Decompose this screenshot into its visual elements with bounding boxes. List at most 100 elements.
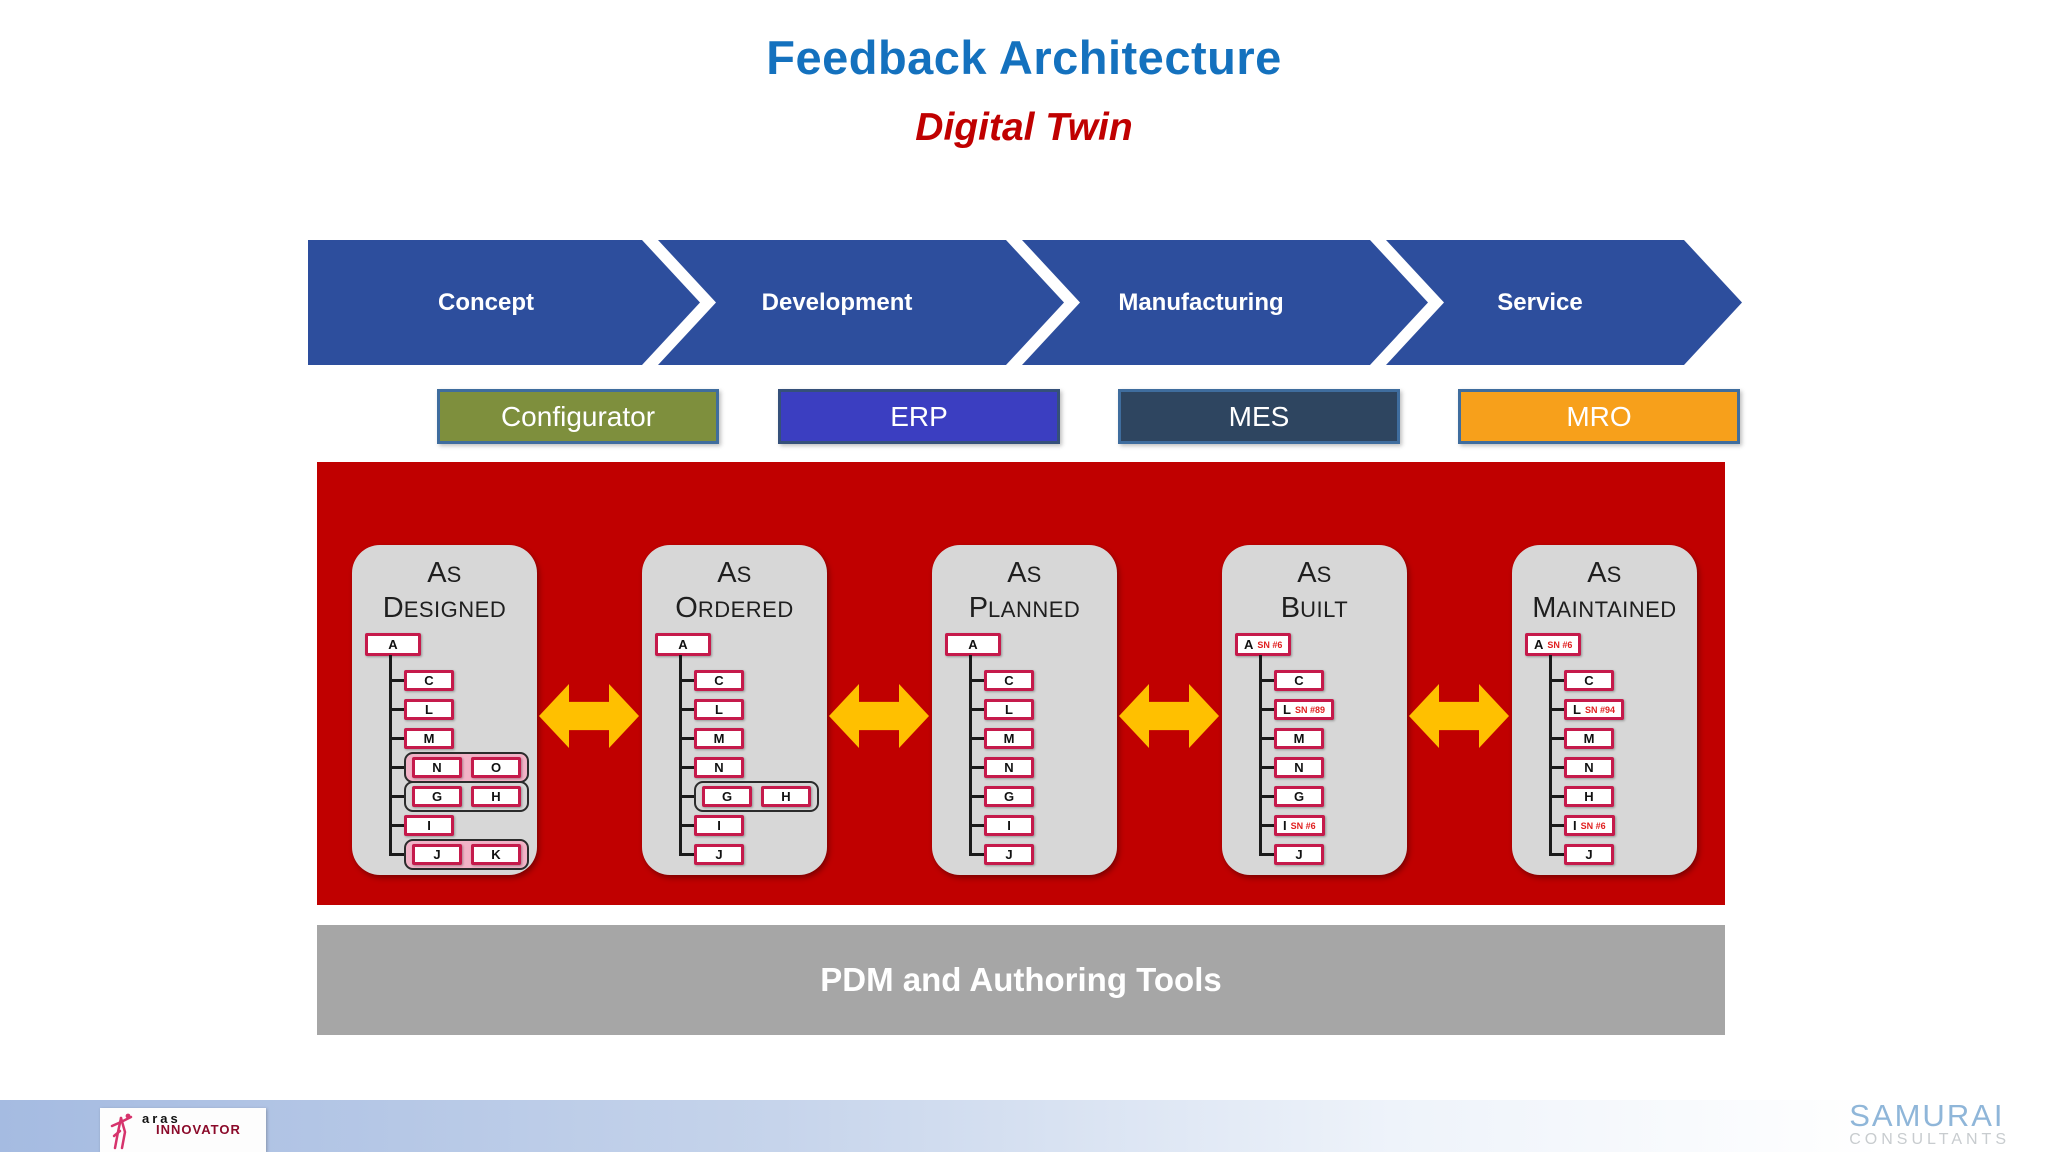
pdm-bar-label: PDM and Authoring Tools: [820, 961, 1222, 998]
bom-node-label: N: [1004, 760, 1014, 775]
bom-node-label: J: [1295, 847, 1303, 862]
serial-number-label: SN #89: [1294, 704, 1325, 715]
tree-row: I: [679, 811, 821, 840]
tree-connector-line: [389, 679, 404, 682]
tree-connector-line: [1549, 795, 1564, 798]
tree-connector-line: [389, 795, 404, 798]
double-headed-arrow-icon: [1409, 684, 1509, 748]
chevron-concept: Concept: [308, 240, 700, 365]
tree-connector-line: [389, 737, 404, 740]
panel-title-word: AS: [1007, 557, 1042, 589]
panel-title-word: MAINTAINED: [1532, 592, 1677, 624]
tree-row: M: [389, 724, 531, 753]
tree-row: N: [969, 753, 1111, 782]
tree-connector-line: [679, 708, 694, 711]
samurai-logo-text: SAMURAI: [1849, 1098, 2005, 1133]
bom-node-label: C: [1584, 673, 1594, 688]
bom-node-label: M: [1003, 731, 1015, 746]
tree-row: N: [679, 753, 821, 782]
tree-connector-line: [1259, 795, 1274, 798]
bom-node-label: H: [491, 789, 501, 804]
serial-number-label: SN #94: [1584, 704, 1615, 715]
tree-row: I: [389, 811, 531, 840]
chevron-service: Service: [1386, 240, 1742, 365]
tree-connector-line: [1549, 824, 1564, 827]
tree-row: G: [969, 782, 1111, 811]
tree-row: I: [969, 811, 1111, 840]
tree-connector-line: [1549, 766, 1564, 769]
tree-connector-line: [969, 853, 984, 856]
bom-node-label: K: [491, 847, 501, 862]
tree-row: M: [1549, 724, 1691, 753]
bom-node-g: G: [1274, 786, 1324, 807]
bom-node-label: L: [425, 702, 433, 717]
tree-connector-line: [969, 679, 984, 682]
bom-node-n: N: [1274, 757, 1324, 778]
bom-node-label: I: [1283, 818, 1287, 833]
serial-number-label: SN #6: [1547, 639, 1573, 650]
tree-connector-line: [679, 737, 694, 740]
tree-trunk-line: [1549, 655, 1552, 855]
bom-node-j: J: [1564, 844, 1614, 865]
bom-node-a: A: [655, 633, 711, 656]
bom-node-c: C: [694, 670, 744, 691]
tree-connector-line: [389, 766, 404, 769]
chevron-development: Development: [658, 240, 1064, 365]
bom-node-m: M: [404, 728, 454, 749]
bom-node-j: J: [694, 844, 744, 865]
bom-node-label: N: [1584, 760, 1594, 775]
panel-title-word: PLANNED: [968, 592, 1081, 624]
tree-connector-line: [1549, 853, 1564, 856]
panel-title-word: ORDERED: [675, 592, 794, 624]
bom-node-n: N: [1564, 757, 1614, 778]
bom-node-m: M: [1564, 728, 1614, 749]
bom-node-label: G: [1293, 789, 1305, 804]
panel-title-word: AS: [717, 557, 752, 589]
tree-connector-line: [1259, 737, 1274, 740]
tree-row: N: [1259, 753, 1401, 782]
chevron-label: Concept: [438, 288, 534, 316]
bom-node-label: I: [1007, 818, 1011, 833]
bom-node-m: M: [694, 728, 744, 749]
tree-connector-line: [679, 766, 694, 769]
tree-row: J: [969, 840, 1111, 869]
bom-node-label: I: [1573, 818, 1577, 833]
bom-node-label: N: [714, 760, 724, 775]
tree-row: L: [679, 695, 821, 724]
tree-row: N: [1549, 753, 1691, 782]
bom-node-label: J: [715, 847, 723, 862]
bom-node-label: I: [717, 818, 721, 833]
chevron-label: Service: [1497, 288, 1583, 316]
system-box-label: Configurator: [500, 400, 656, 432]
samurai-consultants-logo: SAMURAI CONSULTANTS: [1849, 1100, 2010, 1148]
page-subtitle: Digital Twin: [915, 106, 1133, 149]
panel-title-word: BUILT: [1280, 592, 1349, 624]
bom-node-label: L: [1573, 702, 1581, 717]
bom-node-label: J: [1585, 847, 1593, 862]
bom-node-label: G: [1003, 789, 1015, 804]
chevron-label: Development: [761, 288, 913, 316]
bom-node-n: N: [694, 757, 744, 778]
bom-node-c: C: [404, 670, 454, 691]
bom-node-h: H: [471, 786, 521, 807]
bom-node-n: N: [412, 757, 462, 778]
bom-node-label: C: [1004, 673, 1014, 688]
bom-node-label: J: [1005, 847, 1013, 862]
system-box-label: MRO: [1566, 400, 1632, 432]
bom-node-label: A: [388, 637, 398, 652]
bom-node-j: J: [412, 844, 462, 865]
